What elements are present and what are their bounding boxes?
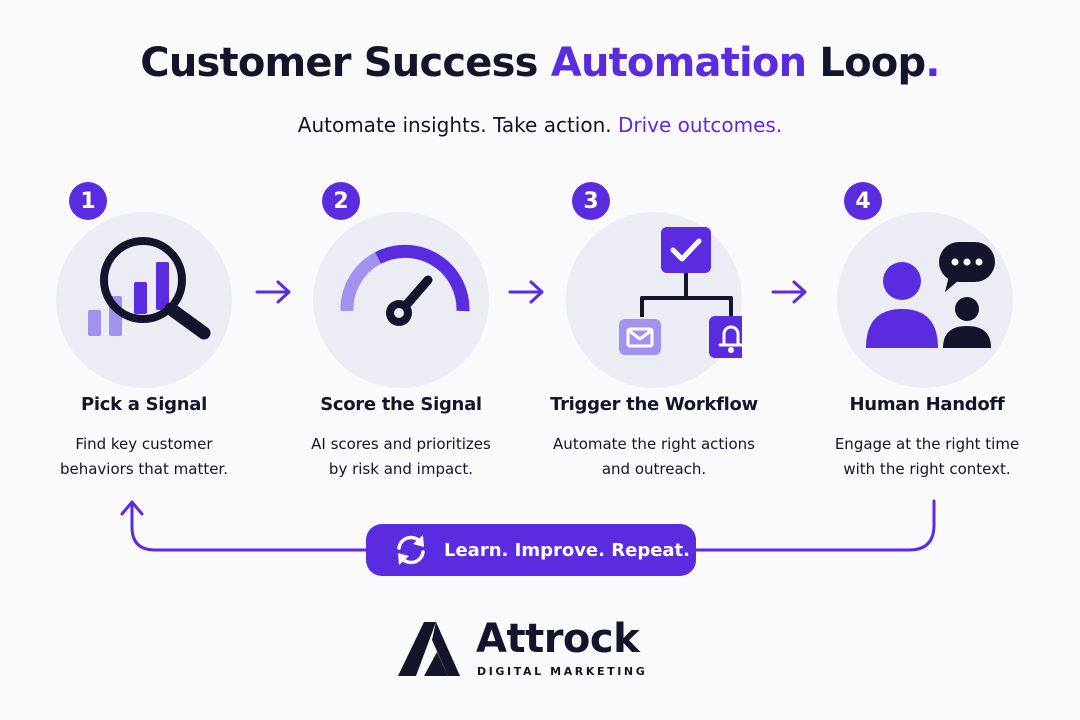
workflow-tree-icon: [619, 227, 742, 358]
step-title: Trigger the Workflow: [550, 394, 758, 415]
step-description-line: with the right context.: [843, 460, 1011, 478]
subtitle-accent: Drive outcomes.: [617, 113, 783, 137]
arrow-right-icon: [508, 280, 544, 304]
arrow-right-icon: [255, 280, 291, 304]
loop-label: Learn. Improve. Repeat.: [444, 539, 690, 561]
step-description-line: AI scores and prioritizes: [311, 435, 491, 453]
step-number-badge: 2: [322, 182, 360, 220]
page-title: Customer Success Automation Loop.: [0, 40, 1080, 86]
step-description-line: by risk and impact.: [328, 460, 474, 478]
magnifier-bar-chart-icon: [88, 237, 211, 340]
step-pick-signal: 1 Pick a Signal Find key customer behavi…: [24, 0, 264, 500]
icon-backdrop: [837, 212, 1013, 388]
step-title: Pick a Signal: [81, 394, 207, 415]
attrock-logo-icon: [398, 622, 460, 676]
step-human-handoff: 4 Human Handoff Engage at the right time…: [807, 0, 1047, 500]
arrow-right-icon: [771, 280, 807, 304]
people-chat-icon: [866, 242, 995, 348]
step-title: Score the Signal: [320, 394, 482, 415]
step-description: Find key customer behaviors that matter.: [24, 432, 264, 482]
step-score-signal: 2 Score the Signal AI scores and priorit…: [281, 0, 521, 500]
step-number-badge: 4: [844, 182, 882, 220]
step-description-line: and outreach.: [601, 460, 707, 478]
step-title: Human Handoff: [849, 394, 1005, 415]
brand-logo: Attrock DIGITAL MARKETING: [398, 614, 668, 684]
refresh-icon: [397, 535, 425, 565]
title-part-2: Loop: [806, 40, 926, 86]
step-description-line: Engage at the right time: [834, 435, 1020, 453]
title-accent: Automation: [550, 40, 807, 86]
step-description: AI scores and prioritizes by risk and im…: [281, 432, 521, 482]
title-dot: .: [925, 40, 940, 86]
step-description-line: Find key customer: [75, 435, 213, 453]
subtitle-plain: Automate insights. Take action.: [297, 113, 618, 137]
title-part-1: Customer Success: [140, 40, 551, 86]
step-description: Engage at the right time with the right …: [807, 432, 1047, 482]
gauge-icon: [340, 244, 470, 326]
step-number-badge: 3: [572, 182, 610, 220]
page-subtitle: Automate insights. Take action. Drive ou…: [0, 113, 1080, 137]
brand-name: Attrock: [476, 616, 640, 662]
step-description-line: behaviors that matter.: [59, 460, 228, 478]
step-description: Automate the right actions and outreach.: [534, 432, 774, 482]
step-number-badge: 1: [69, 182, 107, 220]
loop-pill: Learn. Improve. Repeat.: [366, 524, 696, 576]
step-description-line: Automate the right actions: [553, 435, 755, 453]
brand-tagline: DIGITAL MARKETING: [477, 665, 648, 678]
step-trigger-workflow: 3 Trigger the Workflow Automate the righ…: [534, 0, 774, 500]
